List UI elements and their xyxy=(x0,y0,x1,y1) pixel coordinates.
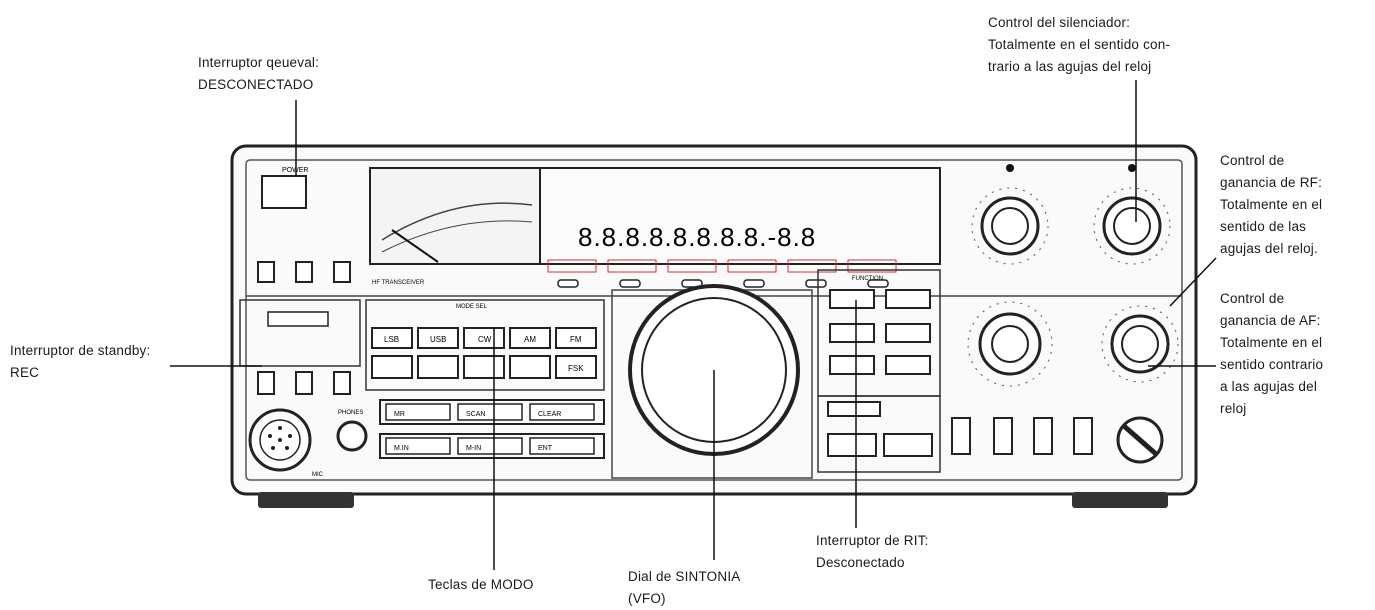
power-switch-callout: Interruptor qeueval: DESCONECTADO xyxy=(198,52,319,96)
front-foot-left xyxy=(258,492,354,508)
mode-select-label: MODE SEL xyxy=(456,304,488,310)
power-switch xyxy=(262,176,306,208)
mode-keys-row: LSB USB CW AM FM xyxy=(372,328,596,348)
top-left-switches xyxy=(258,262,350,282)
power-label: POWER xyxy=(282,167,308,174)
transceiver-label: HF TRANSCEIVER xyxy=(372,280,425,286)
memory-key-label: M.IN xyxy=(394,445,409,452)
rf-gain-callout: Control de ganancia de RF: Totalmente en… xyxy=(1220,150,1322,260)
af-gain-callout: Control de ganancia de AF: Totalmente en… xyxy=(1220,288,1323,420)
phones-jack xyxy=(338,422,366,450)
frequency-readout: 8.8.8.8.8.8.8.8.-8.8 xyxy=(578,222,816,252)
front-foot-right xyxy=(1072,492,1168,508)
mic-label: MIC xyxy=(312,472,324,478)
mode-key-label: LSB xyxy=(384,335,399,344)
fsk-key-label: FSK xyxy=(568,364,584,373)
rit-callout: Interruptor de RIT: Desconectado xyxy=(816,530,929,574)
mode-keys-callout: Teclas de MODO xyxy=(428,574,534,596)
band-keys-row: FSK xyxy=(372,356,596,378)
squelch-callout: Control del silenciador: Totalmente en e… xyxy=(988,12,1170,78)
mode-key-label: FM xyxy=(570,335,582,344)
standby-switches xyxy=(258,372,350,394)
tuning-dial-callout: Dial de SINTONIA (VFO) xyxy=(628,566,741,610)
memory-key-label: CLEAR xyxy=(538,411,561,418)
selector-knob xyxy=(1118,418,1162,462)
mode-key-label: CW xyxy=(478,335,492,344)
memory-key-label: ENT xyxy=(538,445,553,452)
mode-key-label: AM xyxy=(524,335,536,344)
mode-key-label: USB xyxy=(430,335,446,344)
s-meter xyxy=(370,168,540,264)
memory-key-label: SCAN xyxy=(466,411,485,418)
memory-key-label: MR xyxy=(394,411,405,418)
standby-callout: Interruptor de standby: REC xyxy=(10,340,150,384)
memory-key-label: M-IN xyxy=(466,445,481,452)
rit-switch xyxy=(828,402,880,416)
phones-label: PHONES xyxy=(338,410,363,416)
function-label: FUNCTION xyxy=(852,276,883,282)
